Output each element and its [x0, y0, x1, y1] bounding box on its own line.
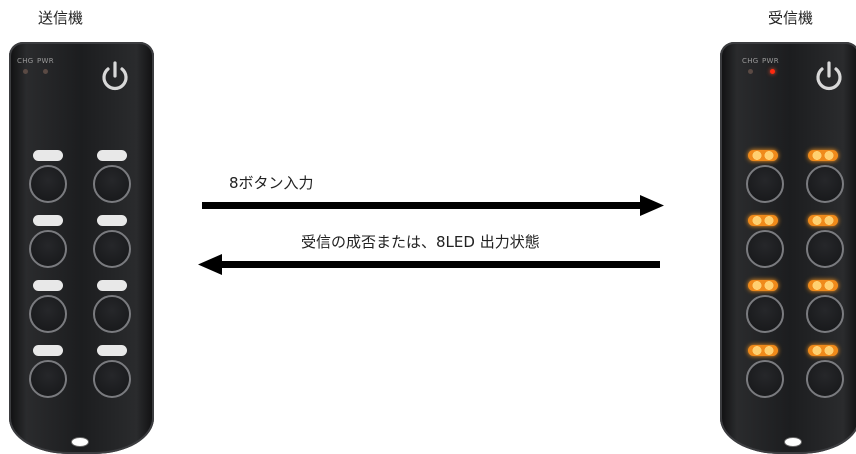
- led-1: [33, 150, 63, 161]
- led-4: [808, 215, 838, 226]
- led-7: [33, 345, 63, 356]
- backward-arrow-label: 受信の成否または、8LED 出力状態: [301, 233, 540, 251]
- receiver-title: 受信機: [768, 9, 814, 27]
- pwr-indicator-light: [43, 69, 48, 74]
- button-7[interactable]: [746, 360, 784, 398]
- button-8[interactable]: [93, 360, 131, 398]
- button-6[interactable]: [806, 295, 844, 333]
- chg-indicator-light: [23, 69, 28, 74]
- forward-arrow-label: 8ボタン入力: [229, 174, 314, 192]
- button-5[interactable]: [746, 295, 784, 333]
- button-4[interactable]: [806, 230, 844, 268]
- button-8[interactable]: [806, 360, 844, 398]
- chg-indicator-light: [748, 69, 753, 74]
- transmitter-remote: CHG PWR: [9, 42, 154, 454]
- led-6: [97, 280, 127, 291]
- led-3: [33, 215, 63, 226]
- led-3: [748, 215, 778, 226]
- led-7: [748, 345, 778, 356]
- pwr-indicator-light: [770, 69, 775, 74]
- button-3[interactable]: [746, 230, 784, 268]
- button-2[interactable]: [93, 165, 131, 203]
- forward-arrow: [202, 195, 664, 216]
- receiver-remote: CHG PWR: [720, 42, 856, 454]
- button-7[interactable]: [29, 360, 67, 398]
- pwr-indicator-label: PWR: [37, 57, 54, 65]
- led-6: [808, 280, 838, 291]
- led-4: [97, 215, 127, 226]
- button-3[interactable]: [29, 230, 67, 268]
- backward-arrow: [198, 254, 660, 275]
- power-button-icon[interactable]: [96, 57, 134, 95]
- led-2: [808, 150, 838, 161]
- power-button-icon[interactable]: [810, 57, 848, 95]
- led-2: [97, 150, 127, 161]
- button-1[interactable]: [29, 165, 67, 203]
- led-8: [808, 345, 838, 356]
- transmitter-title: 送信機: [38, 9, 84, 27]
- button-2[interactable]: [806, 165, 844, 203]
- strap-hole: [71, 437, 89, 447]
- pwr-indicator-label: PWR: [762, 57, 779, 65]
- led-5: [748, 280, 778, 291]
- button-6[interactable]: [93, 295, 131, 333]
- chg-indicator-label: CHG: [17, 57, 34, 65]
- chg-indicator-label: CHG: [742, 57, 759, 65]
- led-8: [97, 345, 127, 356]
- button-5[interactable]: [29, 295, 67, 333]
- led-1: [748, 150, 778, 161]
- button-4[interactable]: [93, 230, 131, 268]
- led-5: [33, 280, 63, 291]
- strap-hole: [784, 437, 802, 447]
- button-1[interactable]: [746, 165, 784, 203]
